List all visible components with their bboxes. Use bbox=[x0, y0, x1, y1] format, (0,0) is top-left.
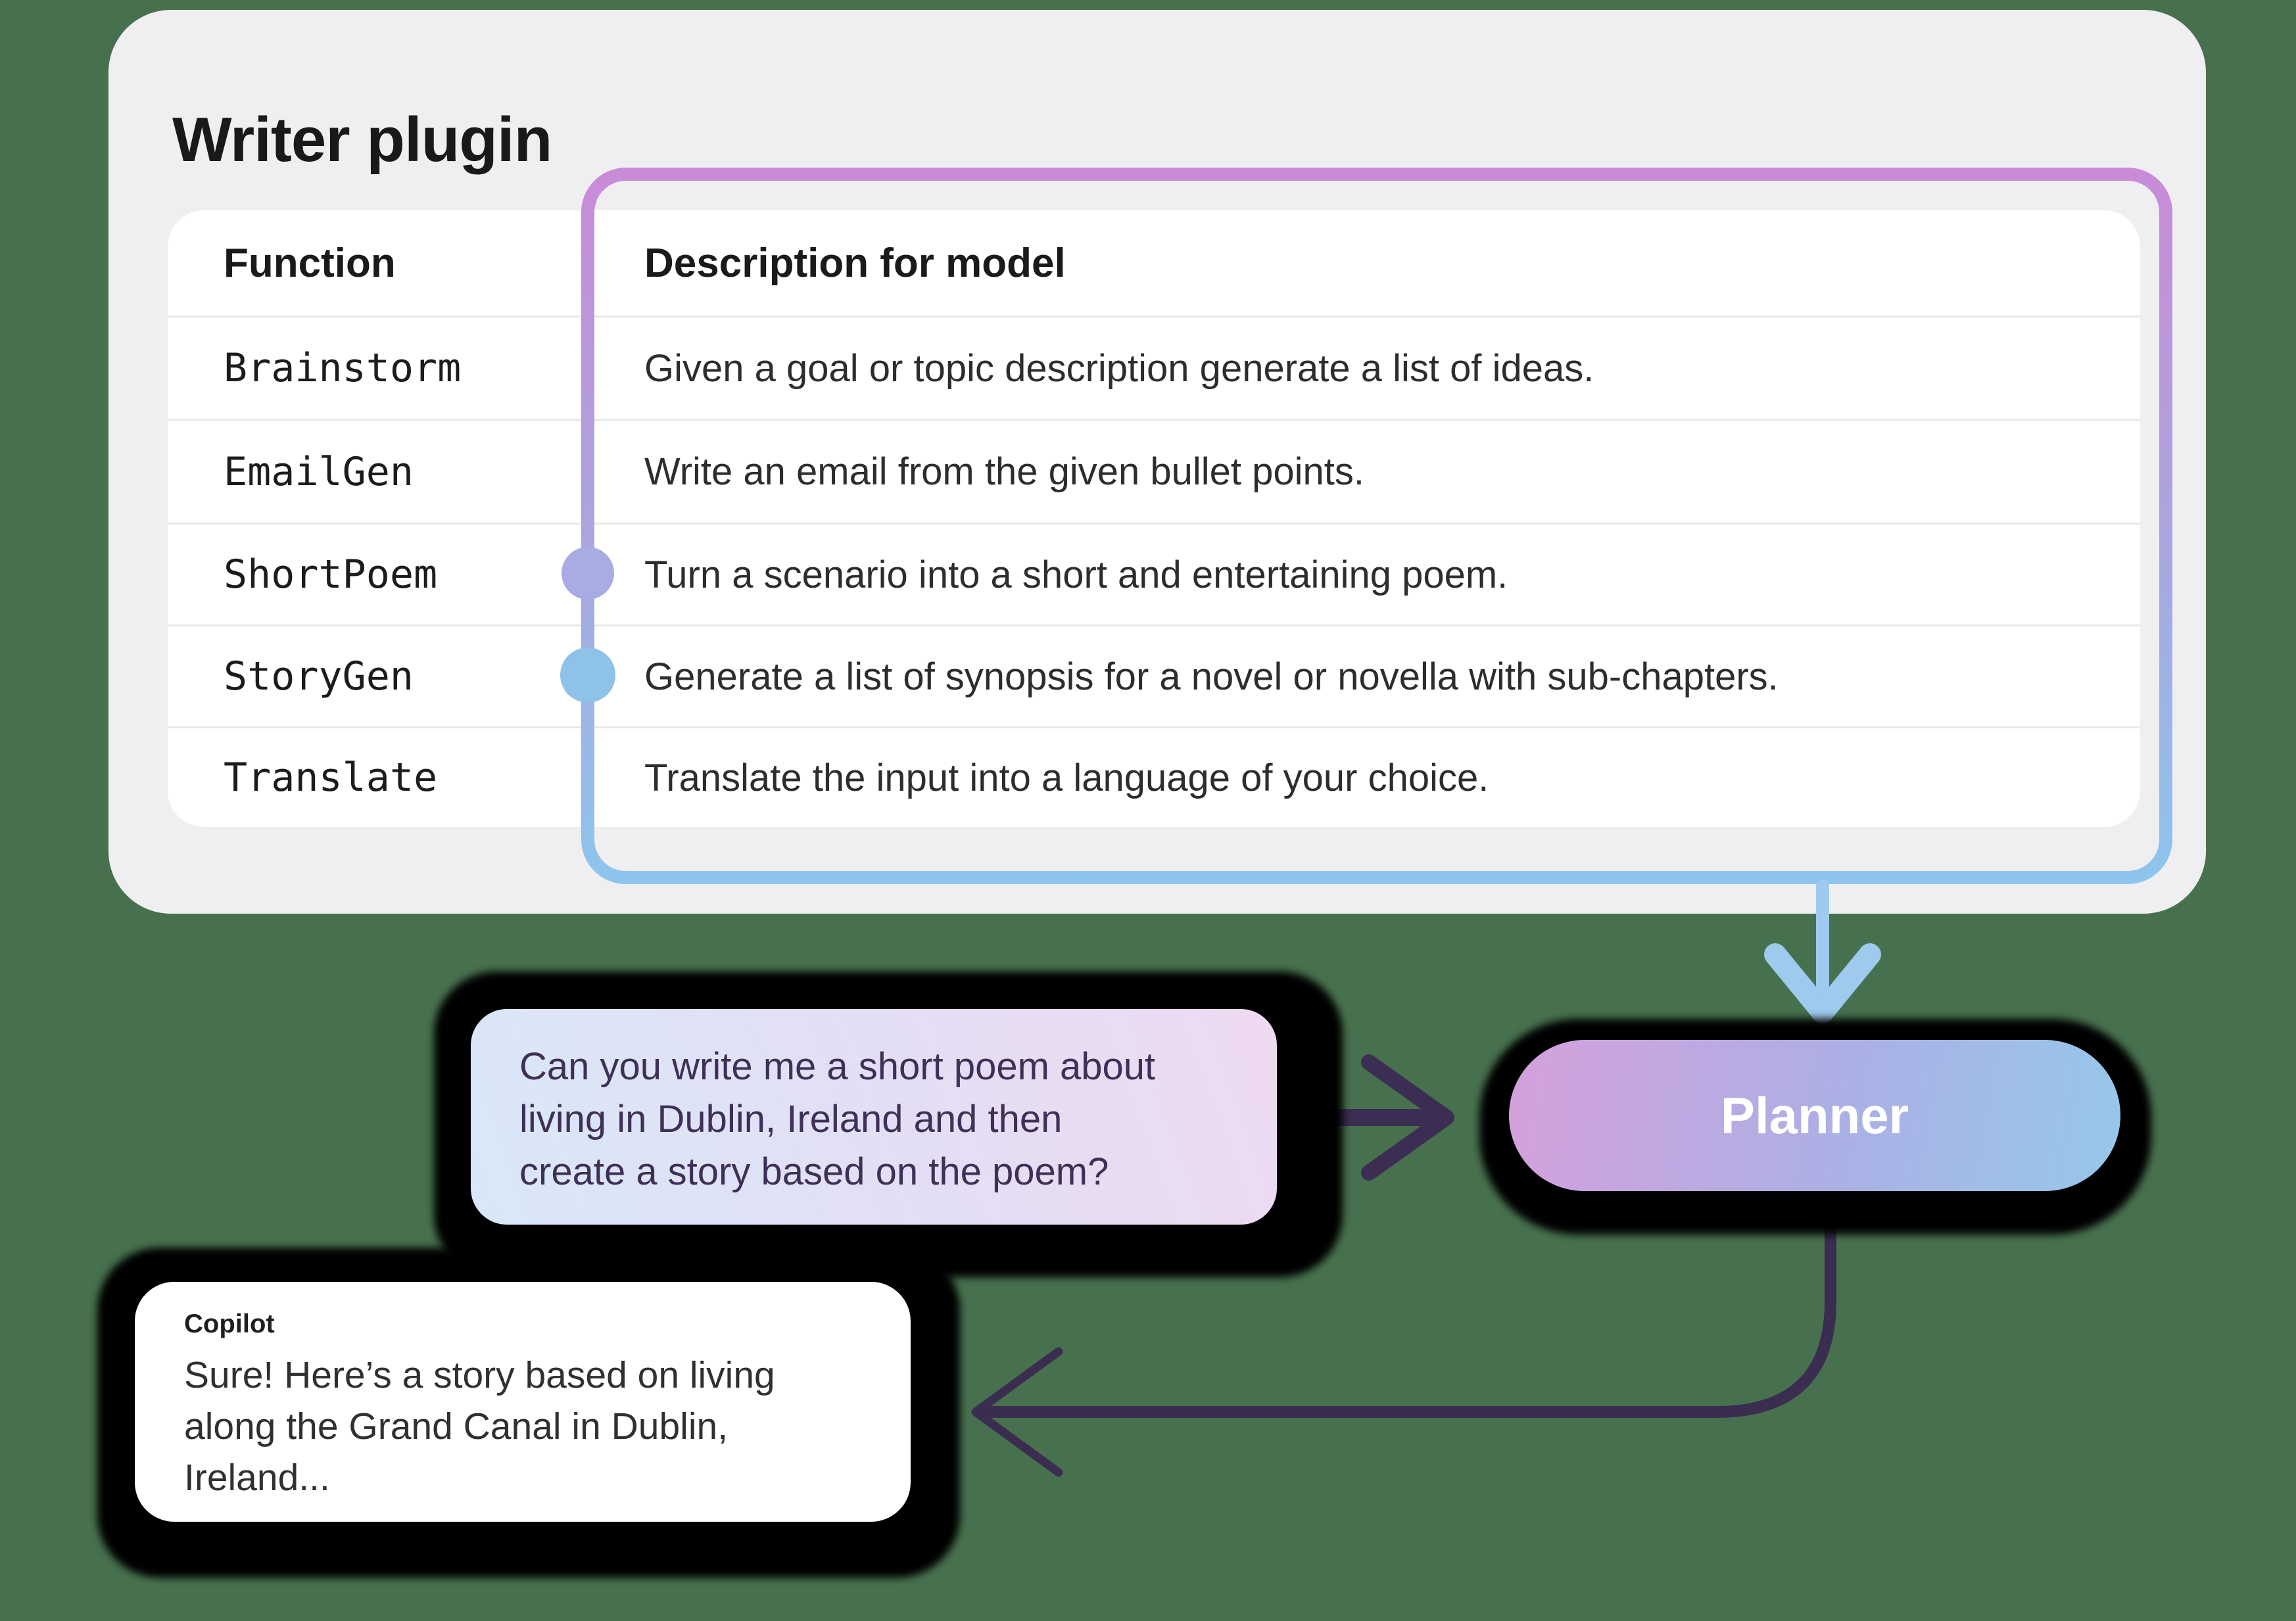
arrow-down-icon bbox=[1764, 880, 1881, 1023]
copilot-message-bubble: Copilot Sure! Here’s a story based on li… bbox=[135, 1282, 911, 1522]
connector-dot-shortpoem bbox=[562, 547, 614, 599]
table-header-row: Function Description for model bbox=[168, 210, 2140, 316]
arrow-return-icon bbox=[971, 1193, 1836, 1477]
column-header-function: Function bbox=[224, 240, 396, 286]
user-message-line: create a story based on the poem? bbox=[519, 1150, 1109, 1193]
table-row: Translate Translate the input into a lan… bbox=[168, 726, 2140, 827]
copilot-sender-name: Copilot bbox=[184, 1309, 275, 1338]
function-name: EmailGen bbox=[224, 448, 414, 495]
table-row: Brainstorm Given a goal or topic descrip… bbox=[168, 316, 2140, 419]
user-message-bubble: Can you write me a short poem about livi… bbox=[471, 1009, 1277, 1225]
copilot-message-line: Sure! Here’s a story based on living bbox=[184, 1354, 775, 1396]
copilot-message-line: along the Grand Canal in Dublin, bbox=[184, 1405, 729, 1447]
function-description: Given a goal or topic description genera… bbox=[644, 346, 1594, 390]
function-table bbox=[168, 210, 2140, 827]
function-name: ShortPoem bbox=[224, 552, 438, 598]
function-description: Translate the input into a language of y… bbox=[644, 756, 1489, 799]
connector-dot-storygen bbox=[560, 647, 615, 703]
planner-label: Planner bbox=[1720, 1086, 1909, 1144]
function-name: StoryGen bbox=[224, 653, 414, 699]
function-name: Brainstorm bbox=[224, 345, 462, 391]
column-header-description: Description for model bbox=[644, 240, 1066, 286]
function-description: Write an email from the given bullet poi… bbox=[644, 450, 1365, 493]
function-description: Turn a scenario into a short and enterta… bbox=[644, 553, 1508, 596]
table-row: ShortPoem Turn a scenario into a short a… bbox=[168, 523, 2140, 624]
table-row: EmailGen Write an email from the given b… bbox=[168, 419, 2140, 523]
planner-node: Planner bbox=[1509, 1040, 2120, 1191]
description-highlight-border bbox=[581, 168, 2172, 884]
table-row: StoryGen Generate a list of synopsis for… bbox=[168, 624, 2140, 726]
card-title: Writer plugin bbox=[172, 105, 552, 175]
copilot-message-line: Ireland... bbox=[184, 1457, 330, 1499]
arrow-right-icon bbox=[1326, 1054, 1454, 1181]
user-message-line: Can you write me a short poem about bbox=[519, 1045, 1156, 1088]
function-name: Translate bbox=[224, 755, 438, 801]
user-message-line: living in Dublin, Ireland and then bbox=[519, 1098, 1063, 1140]
function-description: Generate a list of synopsis for a novel … bbox=[644, 655, 1779, 698]
